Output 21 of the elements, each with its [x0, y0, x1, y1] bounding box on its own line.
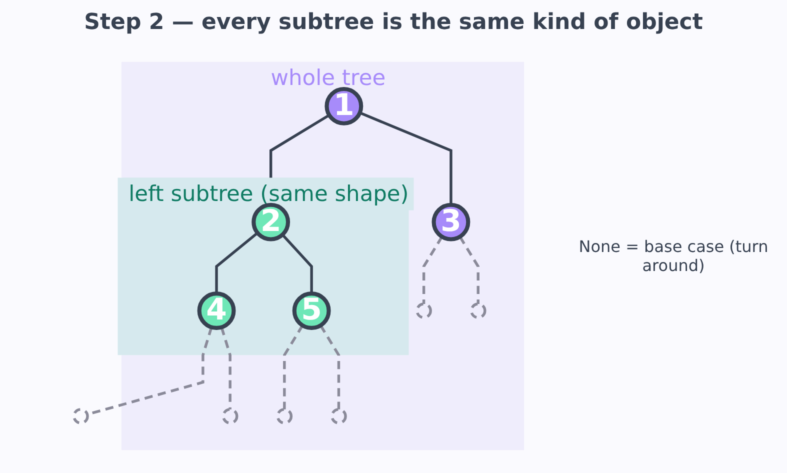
connector [280, 234, 312, 294]
connector [458, 236, 479, 304]
note-text: None = base case (turn around) [578, 237, 768, 275]
connector [422, 236, 443, 304]
node-circle: 1 [324, 86, 363, 126]
connector [220, 326, 231, 410]
node-circle [221, 408, 238, 424]
connector [318, 324, 340, 410]
connector [282, 324, 304, 410]
node-circle [72, 408, 88, 424]
node-circle [330, 408, 346, 424]
node-circle: 2 [251, 202, 290, 242]
node-circle [469, 302, 486, 319]
node-circle: 3 [431, 202, 470, 242]
node-circle: 5 [292, 292, 330, 330]
connector [214, 232, 258, 294]
connector [358, 112, 452, 205]
node-circle: 4 [196, 292, 236, 330]
node-circle [415, 302, 432, 319]
node-circle [276, 408, 292, 424]
diagram-title: Step 2 — every subtree is the same kind of object [84, 10, 703, 35]
